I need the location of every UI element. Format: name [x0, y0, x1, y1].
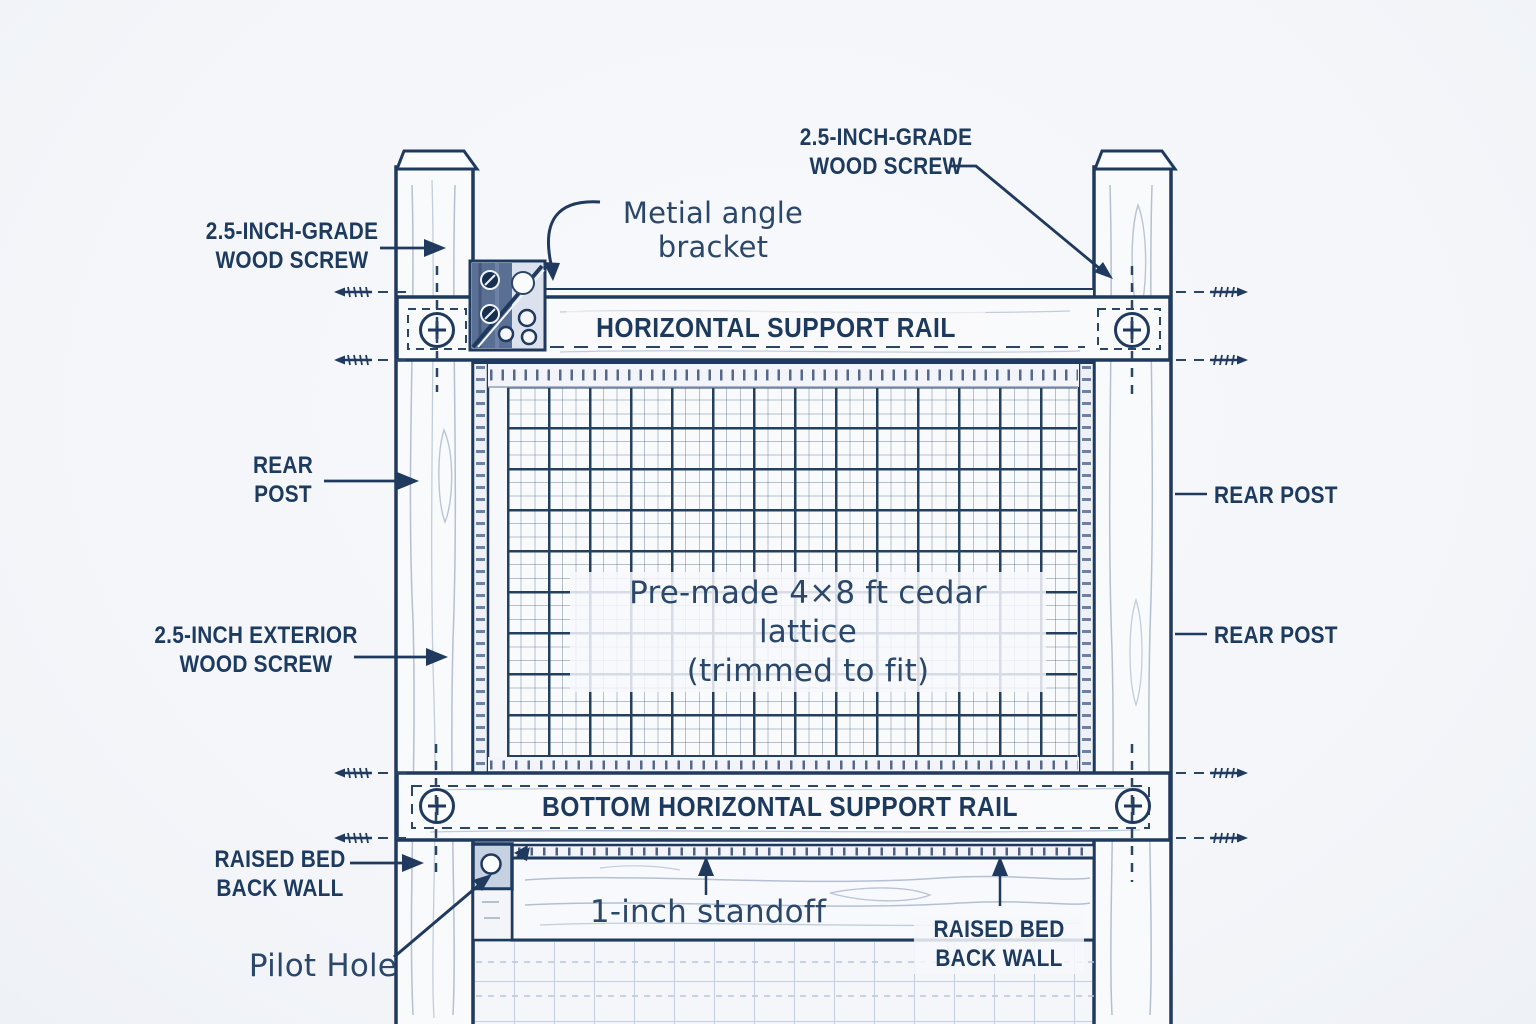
pilot-hole-icon	[480, 853, 502, 875]
label-rear-post-right-upper: REAR POST	[1214, 482, 1338, 509]
label-angle-bracket: Metial angle bracket	[622, 196, 804, 264]
lattice-panel-frame	[471, 359, 1096, 775]
label-lattice: Pre-made 4×8 ft cedar lattice (trimmed t…	[570, 572, 1046, 693]
label-horizontal-rail: HORIZONTAL SUPPORT RAIL	[566, 311, 986, 345]
label-rear-post-left: REAR POST	[252, 452, 314, 508]
label-raised-bed-left: RAISED BED BACK WALL	[214, 846, 346, 902]
metal-angle-bracket	[468, 259, 547, 352]
label-raised-bed-right: RAISED BED BACK WALL	[914, 916, 1084, 974]
label-pilot-hole: Pilot Hole	[248, 948, 398, 984]
leader-lines	[324, 164, 1207, 959]
pilot-hole-block	[471, 842, 530, 942]
label-standoff: 1-inch standoff	[589, 894, 827, 930]
label-rear-post-right-lower: REAR POST	[1214, 622, 1338, 649]
post-centerlines	[434, 266, 1134, 882]
right-rear-post	[1092, 149, 1178, 1024]
label-bottom-rail: BOTTOM HORIZONTAL SUPPORT RAIL	[531, 790, 1029, 824]
label-screw-grade-left: 2.5-INCH-GRADE WOOD SCREW	[205, 218, 379, 274]
label-screw-grade-right: 2.5-INCH-GRADE WOOD SCREW	[799, 124, 973, 180]
label-exterior-screw: 2.5-INCH EXTERIOR WOOD SCREW	[154, 622, 358, 678]
block-pointer-icon	[516, 847, 530, 861]
left-rear-post	[394, 149, 480, 1024]
